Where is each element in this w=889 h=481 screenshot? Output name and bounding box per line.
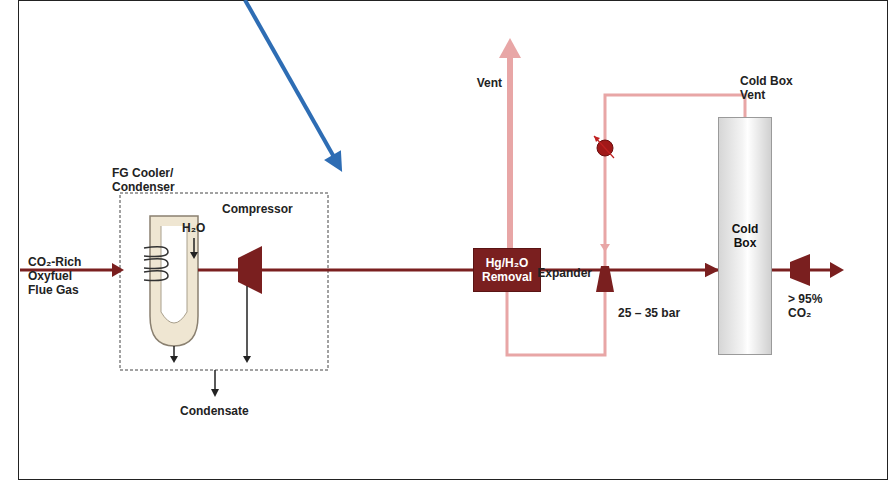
- water-inlet: [190, 238, 198, 259]
- dashed-group: [120, 193, 328, 370]
- product-outlet: [770, 254, 844, 286]
- product-label: > 95% CO₂: [788, 292, 836, 320]
- vent-arrow: [499, 38, 521, 249]
- cooler-condenser: [144, 216, 198, 346]
- stream-label: CO₂-Rich Oxyfuel Flue Gas: [28, 255, 92, 297]
- cold-box: Cold Box: [718, 117, 772, 355]
- stream-label: H₂O: [182, 221, 216, 235]
- flow-arrowhead: [600, 244, 610, 252]
- expander-symbol: [596, 266, 614, 292]
- pressure-label: 25 – 35 bar: [618, 306, 708, 320]
- frame: [19, 1, 888, 480]
- part-name: Compressor: [222, 202, 302, 216]
- compressor-symbol: [238, 246, 262, 294]
- stream-label: Condensate: [180, 404, 270, 418]
- process-line: [262, 269, 474, 272]
- stream-label: Vent: [462, 76, 502, 90]
- process-line: [198, 269, 240, 272]
- pointer-arrow: [245, 0, 341, 170]
- node-text: Cold Box: [721, 222, 769, 250]
- condensate-drains: [170, 286, 251, 397]
- part-name: Expander: [528, 266, 592, 280]
- part-name: FG Cooler/ Condenser: [112, 166, 186, 194]
- removal-unit: Hg/H₂O Removal: [473, 248, 541, 292]
- control-valve: [594, 136, 614, 158]
- vent-stream: [507, 95, 745, 355]
- node-text: Hg/H₂O Removal: [478, 256, 536, 284]
- stream-label: Cold Box Vent: [740, 74, 802, 102]
